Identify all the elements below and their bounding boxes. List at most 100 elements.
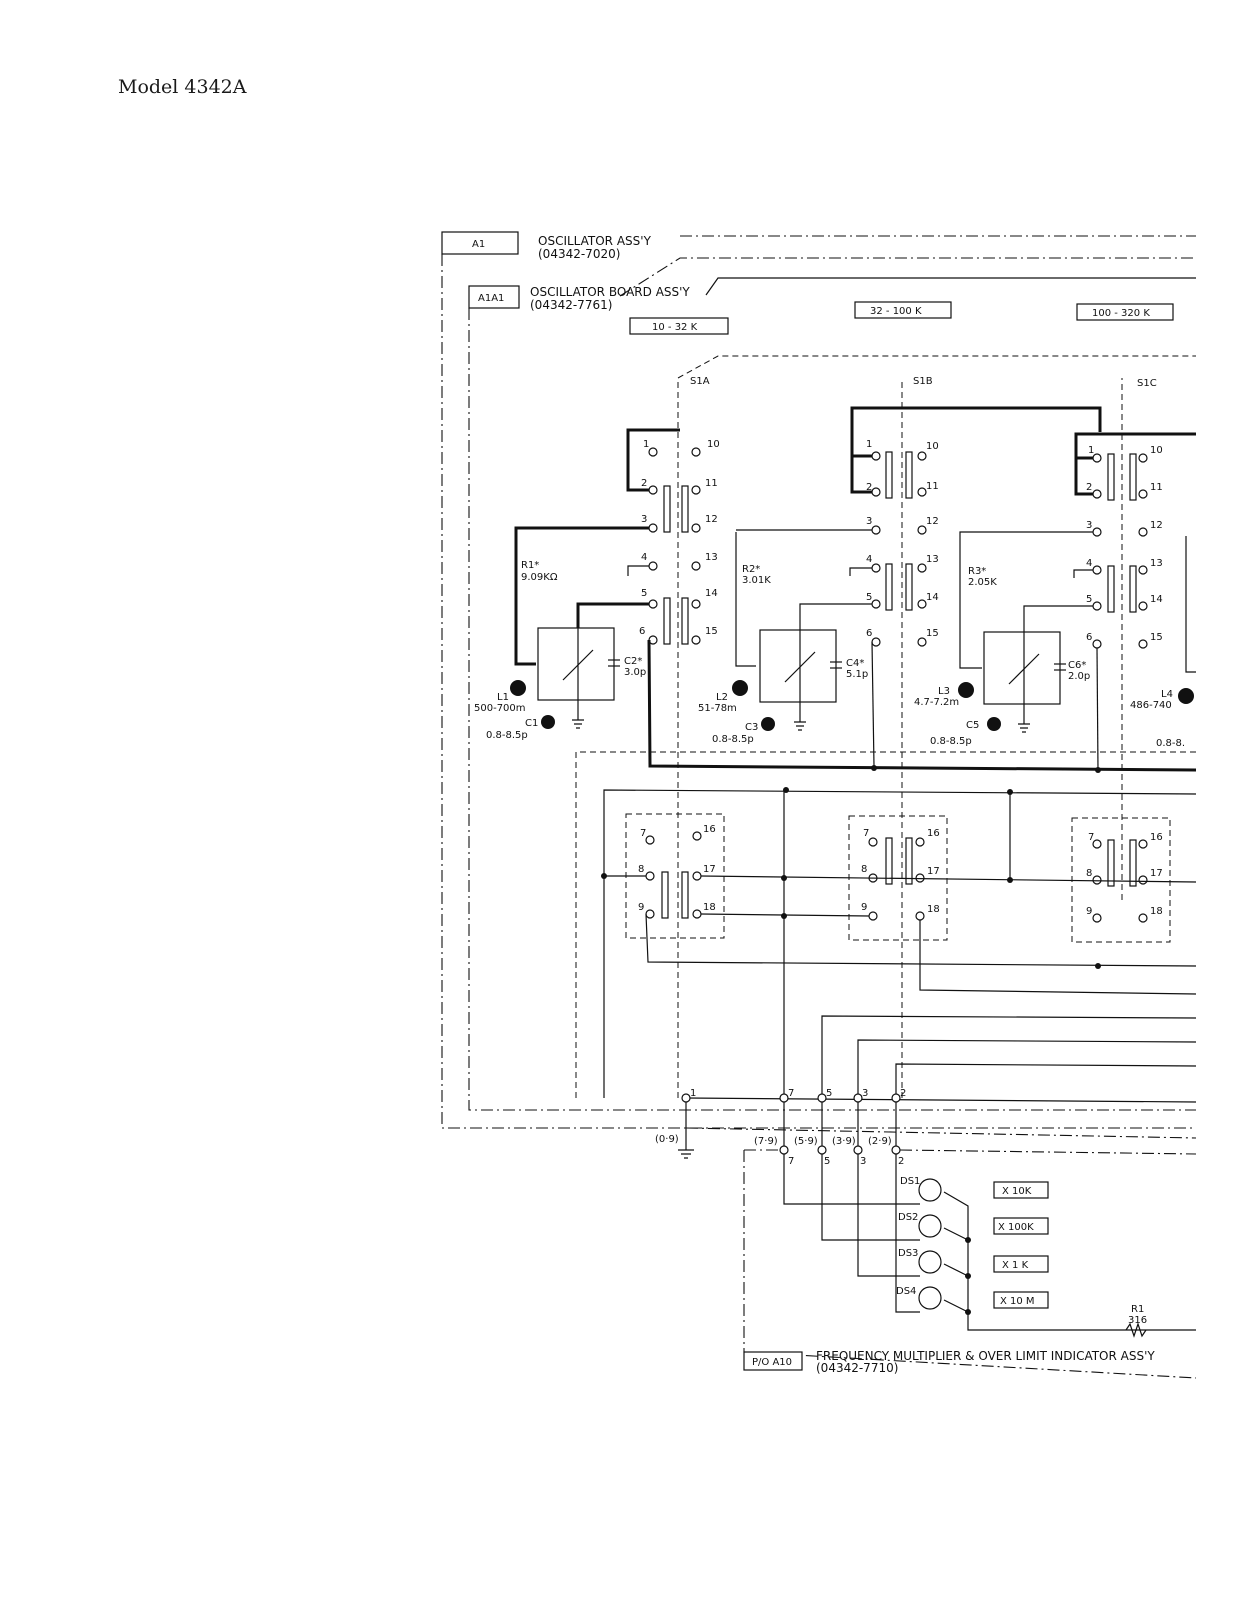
c2-ref: C2*	[624, 656, 642, 667]
svg-text:15: 15	[926, 628, 939, 639]
ds4-ref: DS4	[896, 1286, 916, 1297]
svg-text:3: 3	[866, 516, 872, 527]
a1a1-name: OSCILLATOR BOARD ASS'Y	[530, 285, 690, 299]
c6-value: 2.0p	[1068, 671, 1090, 682]
svg-text:17: 17	[703, 864, 716, 875]
c5-value: 0.8-8.5p	[930, 736, 972, 747]
thin-wiring-top	[627, 529, 1196, 771]
svg-text:3: 3	[1086, 520, 1092, 531]
ds1-ref: DS1	[900, 1176, 920, 1187]
r3-value: 2.05K	[968, 577, 997, 588]
svg-text:14: 14	[705, 588, 718, 599]
svg-text:5: 5	[641, 588, 647, 599]
svg-text:8: 8	[1086, 868, 1092, 879]
conn-mid-3: (5·9)	[794, 1136, 818, 1147]
svg-text:11: 11	[705, 478, 718, 489]
a1a1-ref: A1A1	[478, 293, 504, 304]
connector-row: 1 7 5 3 2 (0·9) (7·9) (5·9) (3·9) (2·9) …	[655, 1088, 906, 1167]
svg-text:7: 7	[863, 828, 869, 839]
svg-text:10: 10	[707, 439, 720, 450]
svg-text:11: 11	[1150, 482, 1163, 493]
ds3-ref: DS3	[898, 1248, 918, 1259]
r1-output-value: 316	[1128, 1315, 1147, 1326]
switch-linkage: S1A S1B S1C	[677, 355, 1196, 1098]
ds2-label: X 100K	[998, 1222, 1034, 1233]
conn-upper-2: 7	[788, 1088, 794, 1099]
l3-ref: L3	[938, 686, 950, 697]
svg-text:12: 12	[1150, 520, 1163, 531]
switch-s1b: S1B	[913, 376, 933, 387]
l2-ref: L2	[716, 692, 728, 703]
svg-text:8: 8	[861, 864, 867, 875]
c3-value: 0.8-8.5p	[712, 734, 754, 745]
a1-name: OSCILLATOR ASS'Y	[538, 234, 652, 248]
a1a1-part: (04342-7761)	[530, 298, 612, 312]
svg-text:6: 6	[866, 628, 872, 639]
tank-circuit-1	[510, 627, 620, 729]
l4-ref: L4	[1161, 689, 1173, 700]
svg-text:6: 6	[639, 626, 645, 637]
svg-text:4: 4	[1086, 558, 1092, 569]
conn-upper-4: 3	[862, 1088, 868, 1099]
a10-name: FREQUENCY MULTIPLIER & OVER LIMIT INDICA…	[816, 1349, 1155, 1363]
assembly-a1a1-border: A1A1 OSCILLATOR BOARD ASS'Y (04342-7761)	[468, 257, 1196, 1111]
conn-lower-2: 5	[824, 1156, 830, 1167]
svg-text:5: 5	[1086, 594, 1092, 605]
svg-text:16: 16	[703, 824, 716, 835]
ds4-label: X 10 M	[1000, 1296, 1035, 1307]
r1-output-ref: R1	[1131, 1304, 1144, 1315]
svg-text:11: 11	[926, 481, 939, 492]
svg-text:7: 7	[640, 828, 646, 839]
svg-text:18: 18	[927, 904, 940, 915]
range-2: 32 - 100 K	[870, 306, 922, 317]
a1-part: (04342-7020)	[538, 247, 620, 261]
inductor-labels: L1 500-700m L2 51-78m L3 4.7-7.2m L4 486…	[474, 686, 1173, 714]
c3-ref: C3	[745, 722, 758, 733]
svg-text:17: 17	[1150, 868, 1163, 879]
svg-text:2: 2	[866, 482, 872, 493]
r3-ref: R3*	[968, 566, 986, 577]
svg-text:12: 12	[705, 514, 718, 525]
heavy-wiring	[514, 406, 1197, 772]
svg-text:14: 14	[1150, 594, 1163, 605]
ds1-label: X 10K	[1002, 1186, 1032, 1197]
range-3: 100 - 320 K	[1092, 308, 1150, 319]
a10-part: (04342-7710)	[816, 1361, 898, 1375]
c4-ref: C4*	[846, 658, 864, 669]
s1b-top-pins: 1 2 3 4 5 6 10 11 12 13 14 15	[866, 439, 939, 647]
svg-text:17: 17	[927, 866, 940, 877]
svg-text:16: 16	[927, 828, 940, 839]
svg-text:10: 10	[926, 441, 939, 452]
svg-text:9: 9	[861, 902, 867, 913]
svg-text:2: 2	[641, 478, 647, 489]
switch-s1a: S1A	[690, 376, 710, 387]
svg-text:12: 12	[926, 516, 939, 527]
tank-circuit-3	[958, 630, 1194, 733]
c4-value: 5.1p	[846, 669, 868, 680]
c1-ref: C1	[525, 718, 538, 729]
conn-mid-4: (3·9)	[832, 1136, 856, 1147]
svg-text:3: 3	[641, 514, 647, 525]
conn-upper-3: 5	[826, 1088, 832, 1099]
r2-value: 3.01K	[742, 575, 771, 586]
c1-value: 0.8-8.5p	[486, 730, 528, 741]
trim-cap-labels: C1 0.8-8.5p C3 0.8-8.5p C5 0.8-8.5p 0.8-…	[486, 718, 1185, 749]
conn-mid-5: (2·9)	[868, 1136, 892, 1147]
svg-text:5: 5	[866, 592, 872, 603]
conn-lower-1: 7	[788, 1156, 794, 1167]
svg-text:15: 15	[1150, 632, 1163, 643]
svg-text:1: 1	[643, 439, 649, 450]
c5-ref: C5	[966, 720, 979, 731]
range-labels: 10 - 32 K 32 - 100 K 100 - 320 K	[629, 301, 1174, 335]
a1-ref: A1	[472, 239, 485, 250]
l3-value: 4.7-7.2m	[914, 697, 959, 708]
l1-ref: L1	[497, 692, 509, 703]
svg-text:14: 14	[926, 592, 939, 603]
l4-value: 486-740	[1130, 700, 1172, 711]
thin-wiring-bottom	[601, 765, 1197, 1103]
s1c-top-pins: 1 2 3 4 5 6 10 11 12 13 14 15	[1086, 445, 1163, 649]
l1-value: 500-700m	[474, 703, 526, 714]
switch-s1c: S1C	[1137, 378, 1157, 389]
resistor-labels: R1* 9.09KΩ R2* 3.01K R3* 2.05K	[521, 560, 997, 588]
svg-text:1: 1	[1088, 445, 1094, 456]
